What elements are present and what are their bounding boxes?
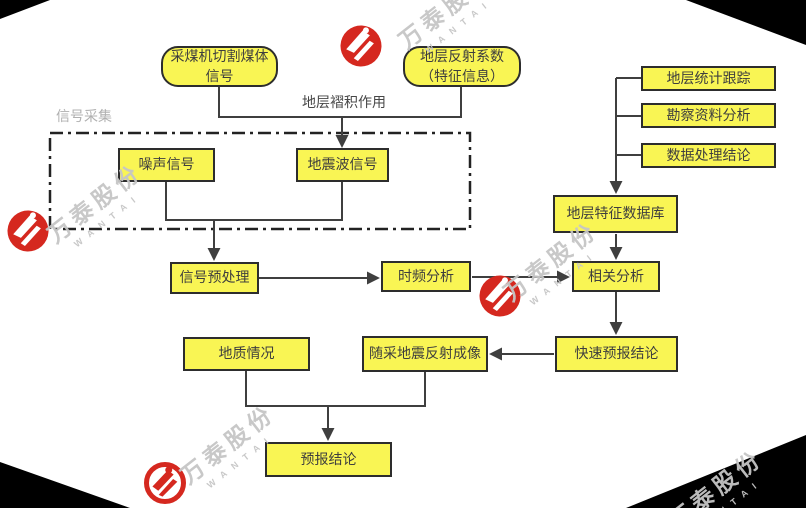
node-geological-condition: 地质情况 — [183, 337, 310, 371]
node-strata-statistical-tracking: 地层统计跟踪 — [641, 66, 776, 91]
node-time-frequency-analysis: 时频分析 — [381, 261, 471, 292]
company-stamp-icon — [340, 25, 382, 67]
line-bottom-merge — [245, 371, 426, 407]
node-data-processing-conclusion: 数据处理结论 — [641, 143, 776, 168]
node-correlation-analysis: 相关分析 — [572, 261, 660, 292]
node-signal-preprocessing: 信号预处理 — [170, 262, 259, 294]
node-seismic-reflection-imaging: 随采地震反射成像 — [362, 336, 488, 372]
line-right-column-stubs — [616, 77, 641, 156]
node-strata-feature-database: 地层特征数据库 — [553, 195, 678, 233]
company-stamp-icon — [479, 275, 521, 317]
node-noise-signal: 噪声信号 — [118, 148, 215, 182]
company-stamp-icon — [144, 462, 186, 504]
line-collect-merge — [165, 182, 343, 221]
node-forecast-conclusion: 预报结论 — [265, 442, 392, 477]
strata-convolution-label: 地层褶积作用 — [302, 94, 386, 110]
node-survey-data-analysis: 勘察资料分析 — [641, 103, 776, 128]
line-top-merge — [218, 87, 462, 118]
node-quick-forecast-conclusion: 快速预报结论 — [555, 336, 678, 372]
node-cutting-signal: 采煤机切割煤体 信号 — [161, 46, 278, 87]
node-reflection-coefficient: 地层反射系数 （特征信息） — [403, 46, 521, 87]
signal-collection-group-label: 信号采集 — [56, 108, 112, 124]
company-stamp-icon — [7, 210, 49, 252]
node-seismic-wave-signal: 地震波信号 — [296, 148, 389, 182]
